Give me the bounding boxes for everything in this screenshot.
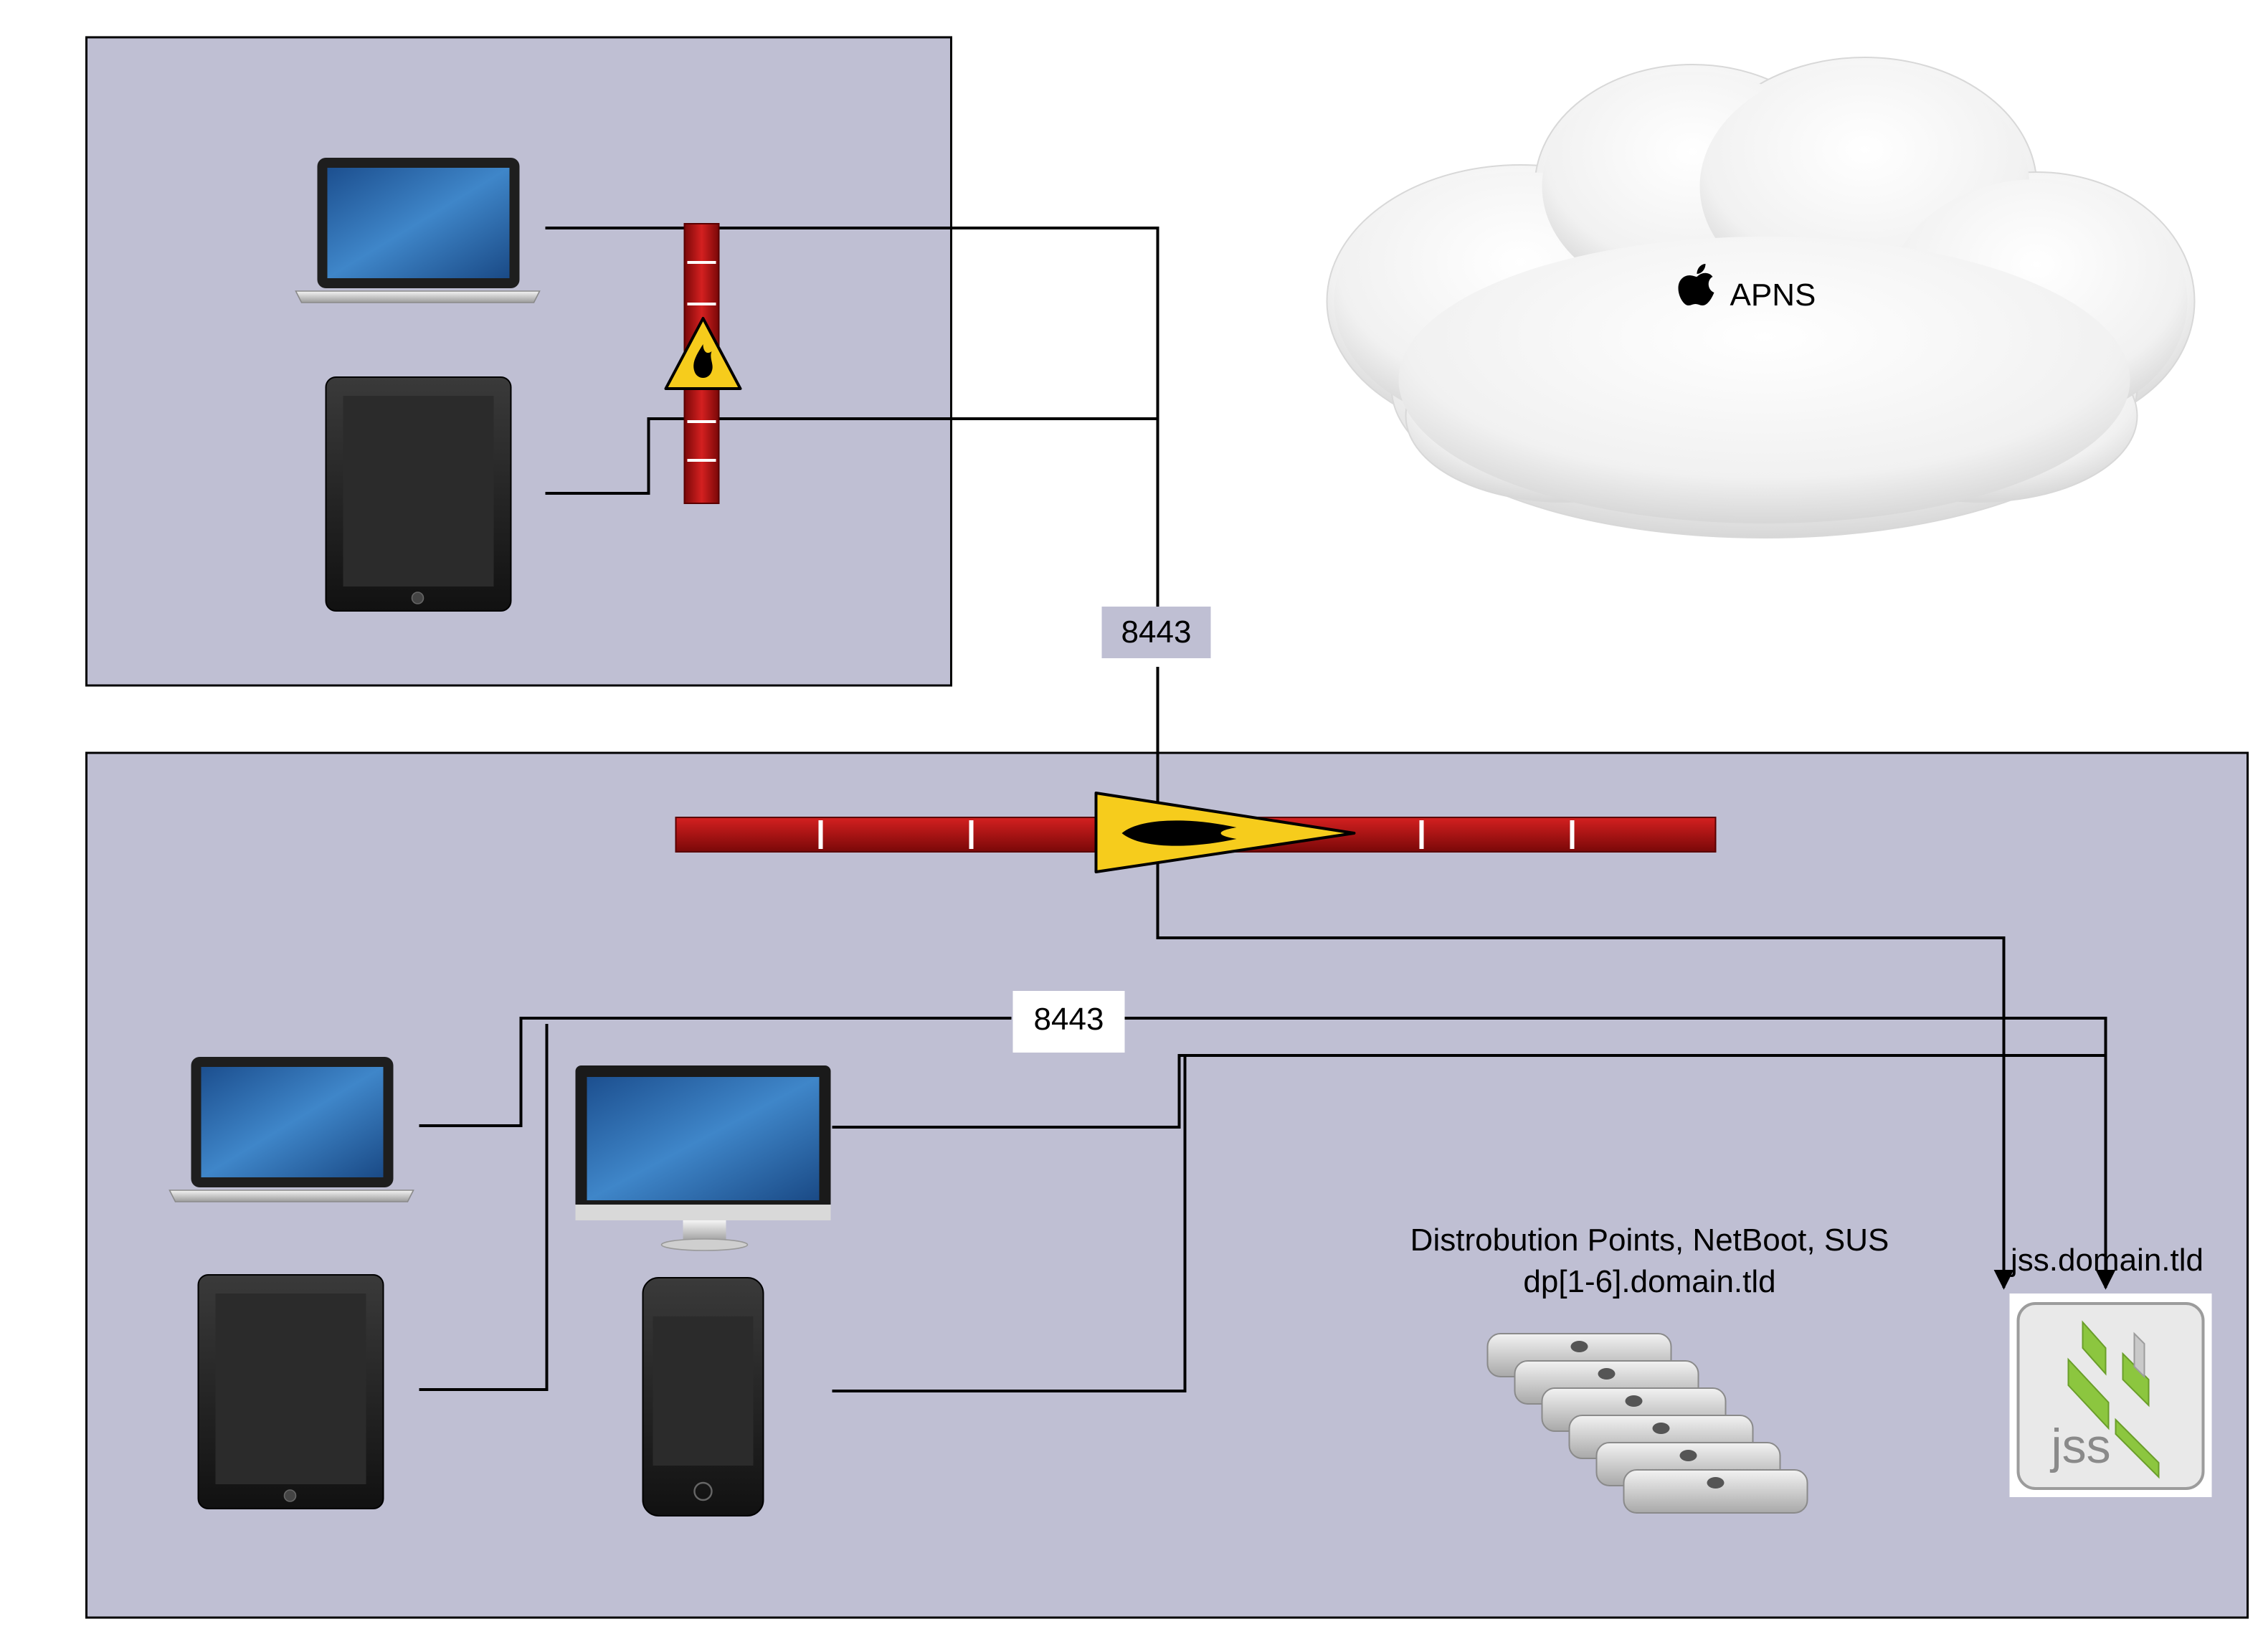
apple-logo-icon bbox=[1625, 1395, 1643, 1407]
port-label-box-internal bbox=[1012, 991, 1125, 1053]
apple-logo-icon bbox=[1598, 1368, 1616, 1380]
fire-warning-icon bbox=[664, 317, 742, 390]
distribution-servers bbox=[1486, 1333, 1808, 1514]
mobile-phone bbox=[642, 1277, 764, 1516]
port-label-box bbox=[1101, 607, 1211, 658]
port-label-external: 8443 bbox=[1121, 614, 1192, 650]
remote-zone bbox=[85, 36, 952, 687]
connection-lines bbox=[419, 227, 2116, 1392]
apple-logo-icon bbox=[1652, 1423, 1670, 1434]
internal-zone bbox=[85, 751, 2249, 1619]
jss-logo-text: jss bbox=[2050, 1419, 2111, 1473]
mac-mini-server bbox=[1623, 1469, 1808, 1514]
jss-logo-icon bbox=[2067, 1320, 2160, 1479]
internal-firewall bbox=[675, 792, 1717, 873]
apple-logo-icon bbox=[1679, 1450, 1697, 1461]
port-label-internal: 8443 bbox=[1034, 1002, 1104, 1037]
apple-logo-icon bbox=[1707, 1477, 1725, 1489]
remote-tablet bbox=[325, 376, 512, 612]
apple-logo-icon bbox=[1570, 1341, 1588, 1352]
remote-laptop bbox=[295, 158, 541, 303]
remote-firewall bbox=[664, 223, 742, 504]
jss-hostname-label: jss.domain.tld bbox=[2009, 1243, 2204, 1278]
internal-laptop bbox=[169, 1057, 414, 1202]
internal-tablet bbox=[197, 1274, 384, 1509]
distribution-label-line2: dp[1-6].domain.tld bbox=[1523, 1264, 1775, 1299]
jss-server: jss bbox=[2009, 1293, 2212, 1497]
apns-cloud: APNS bbox=[1326, 57, 2196, 538]
apns-label: APNS bbox=[1730, 277, 1816, 313]
fire-warning-icon bbox=[1094, 792, 1356, 873]
desktop-display bbox=[575, 1065, 831, 1251]
apple-logo-icon bbox=[1678, 264, 1714, 305]
distribution-label-line1: Distrobution Points, NetBoot, SUS bbox=[1410, 1223, 1889, 1258]
